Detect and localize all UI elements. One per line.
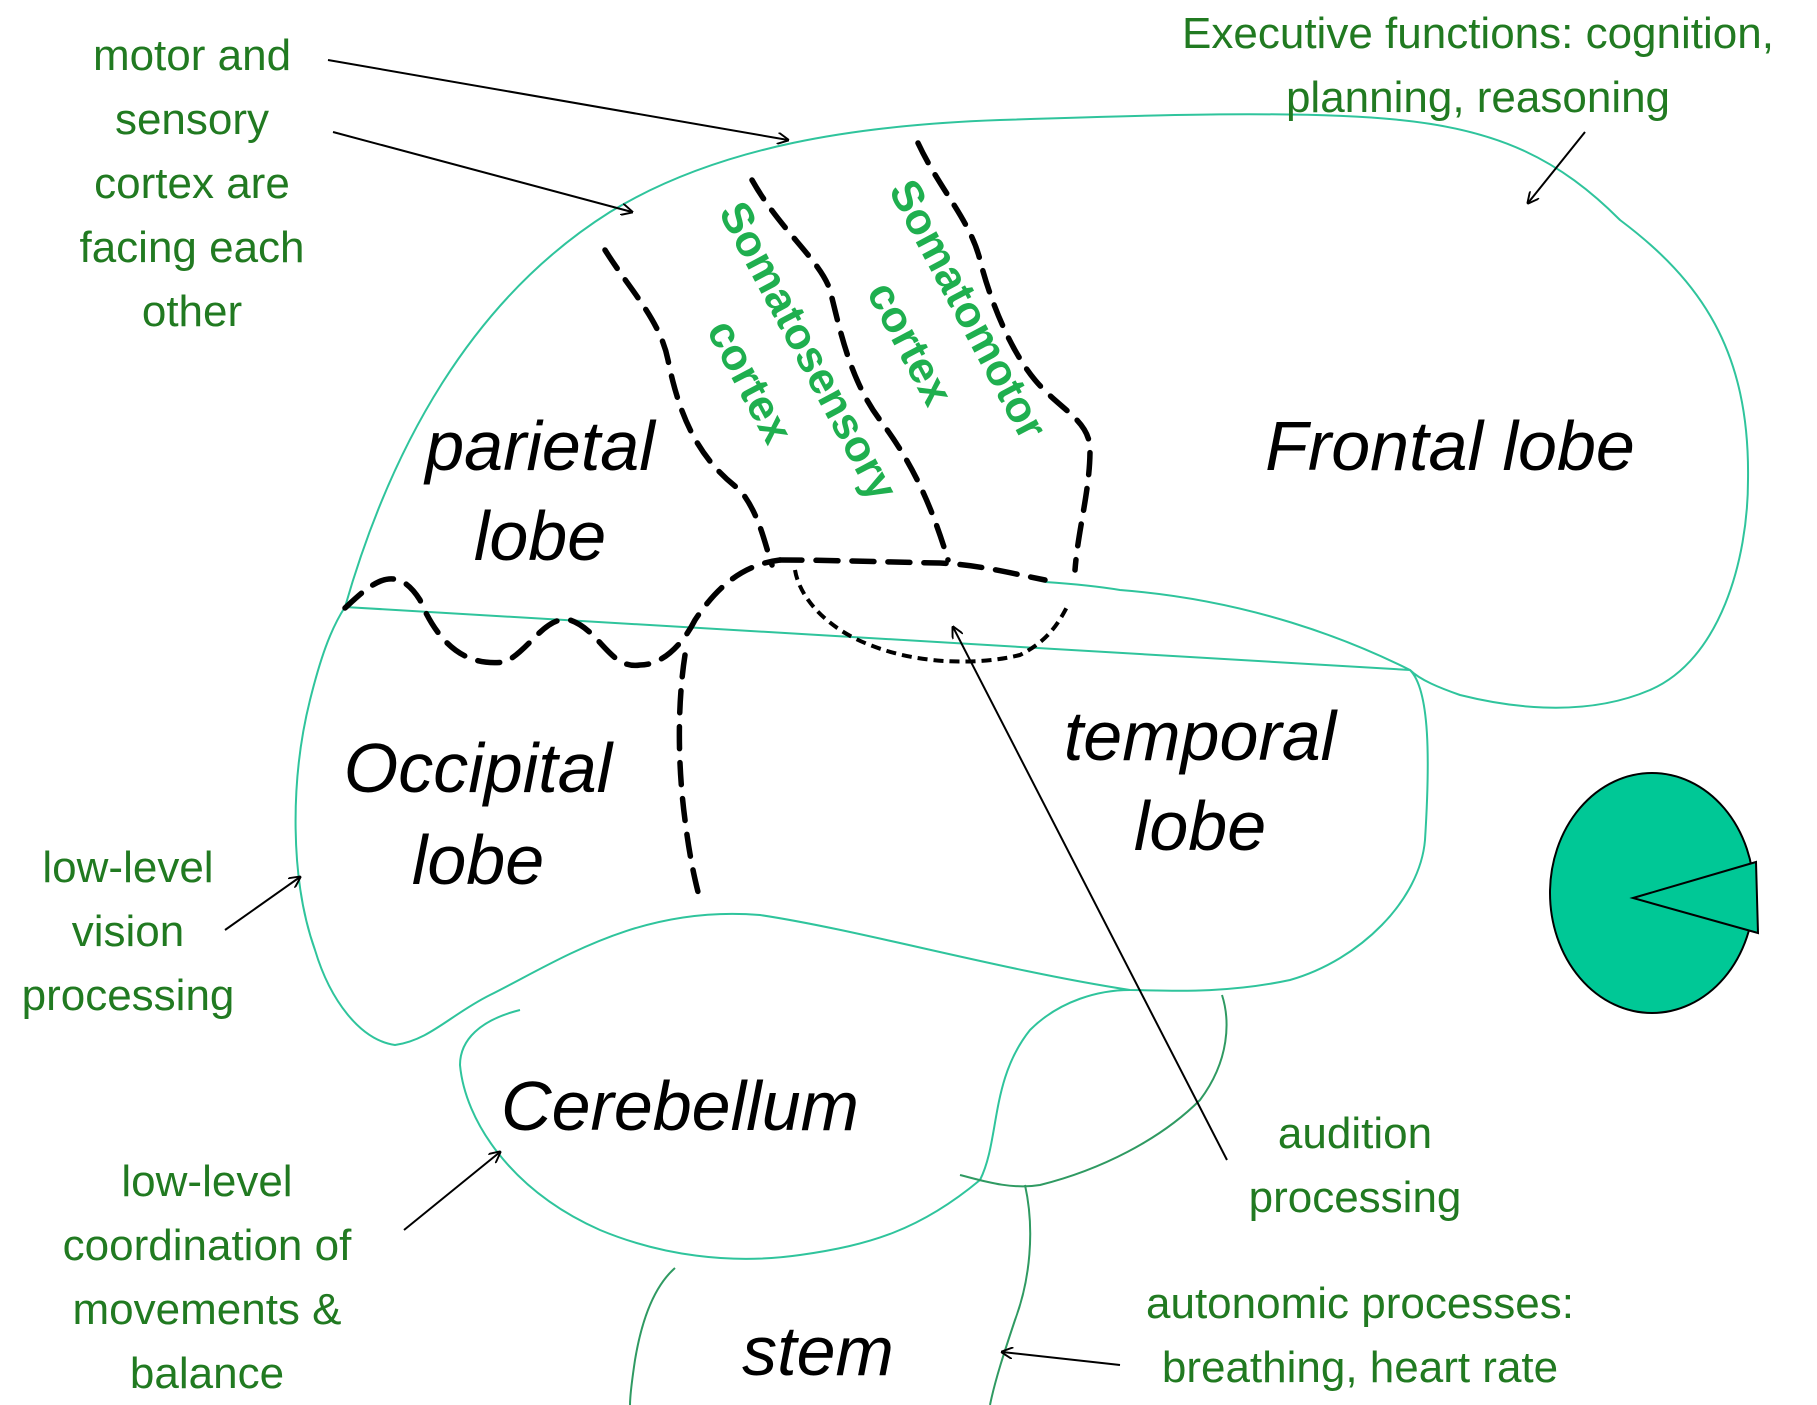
svg-text:low-level: low-level [121, 1157, 292, 1206]
audition-arrow [953, 627, 1228, 1161]
occipital-lobe-label-2: lobe [412, 821, 544, 899]
stem-label: stem [742, 1312, 894, 1390]
svg-text:Executive functions: cognition: Executive functions: cognition, [1182, 9, 1774, 58]
stem-outline-right [989, 1184, 1032, 1405]
svg-text:facing each: facing each [79, 223, 304, 272]
svg-text:breathing, heart rate: breathing, heart rate [1162, 1343, 1558, 1392]
svg-text:coordination of: coordination of [63, 1221, 352, 1270]
svg-text:low-level: low-level [42, 843, 213, 892]
svg-text:planning, reasoning: planning, reasoning [1286, 73, 1670, 122]
frontal-lobe-label: Frontal lobe [1265, 407, 1635, 485]
auditory-region-dash [793, 569, 1070, 664]
svg-text:balance: balance [130, 1349, 284, 1398]
cerebrum-outline [294, 113, 1750, 1047]
autonomic-annotation: autonomic processes: breathing, heart ra… [1146, 1279, 1574, 1392]
svg-text:processing: processing [22, 971, 235, 1020]
parietal-lobe-label: parietal [423, 407, 657, 485]
svg-text:movements &: movements & [73, 1285, 342, 1334]
parietal-lobe-label-2: lobe [474, 497, 606, 575]
central-sulcus-right-dash [915, 140, 1093, 573]
central-sulcus-mid-dash [749, 177, 951, 563]
coordination-arrow [403, 1152, 500, 1231]
coordination-annotation: low-level coordination of movements & ba… [63, 1157, 352, 1398]
svg-text:sensory: sensory [115, 95, 269, 144]
svg-text:audition: audition [1278, 1109, 1432, 1158]
svg-text:cortex are: cortex are [94, 159, 290, 208]
lateral-sulcus-dash [777, 557, 1048, 583]
pie-orientation-icon [1549, 772, 1760, 1014]
cerebellum-label: Cerebellum [501, 1067, 859, 1145]
temporal-lobe-label: temporal [1064, 697, 1339, 775]
motor-arrow-2 [332, 131, 632, 212]
occipital-temporal-dash [676, 652, 703, 903]
svg-text:vision: vision [72, 907, 185, 956]
cerebellum-outline [458, 989, 1131, 1260]
executive-annotation: Executive functions: cognition, planning… [1182, 9, 1774, 122]
temporal-lobe-label-2: lobe [1134, 787, 1266, 865]
vision-annotation: low-level vision processing [22, 843, 235, 1020]
vision-arrow [224, 877, 300, 931]
cerebellum-lower-outline [959, 994, 1228, 1188]
svg-text:processing: processing [1249, 1173, 1462, 1222]
occipital-lobe-label: Occipital [344, 729, 615, 807]
parieto-occipital-dash [342, 557, 783, 669]
motor-arrow-1 [327, 59, 788, 140]
audition-annotation: audition processing [1249, 1109, 1462, 1222]
autonomic-arrow [1002, 1352, 1121, 1366]
stem-outline [629, 1267, 676, 1405]
svg-text:other: other [142, 287, 242, 336]
svg-text:autonomic processes:: autonomic processes: [1146, 1279, 1574, 1328]
executive-arrow [1528, 131, 1586, 203]
motor-sensory-annotation: motor and sensory cortex are facing each… [79, 31, 304, 336]
central-sulcus-left-dash [602, 247, 775, 568]
svg-text:motor and: motor and [93, 31, 291, 80]
